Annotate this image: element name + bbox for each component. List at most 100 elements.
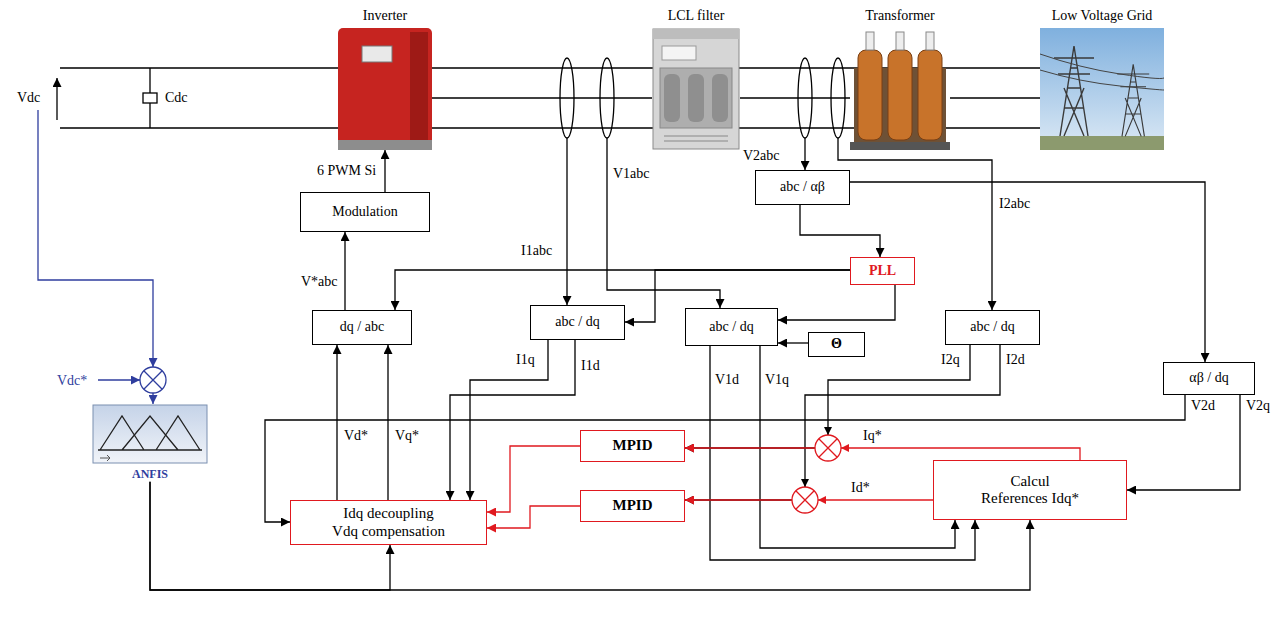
signal-label: Id* bbox=[850, 480, 871, 495]
signal-wire bbox=[387, 345, 388, 500]
part-heading: Transformer bbox=[865, 8, 934, 24]
signal-label: V2d bbox=[1190, 398, 1216, 413]
cabinet-lid bbox=[653, 29, 739, 39]
sum-junction bbox=[796, 491, 814, 509]
power-line bbox=[950, 97, 1040, 98]
grid-picture: Low Voltage Grid bbox=[1040, 8, 1164, 150]
signal-wire bbox=[487, 506, 580, 528]
signal-label: 6 PWM Si bbox=[316, 163, 377, 178]
filter-picture: LCL filter bbox=[652, 8, 740, 150]
signal-label: Vd* bbox=[343, 428, 369, 443]
pll-box: PLL bbox=[850, 257, 915, 285]
signal-label: I1abc bbox=[520, 243, 553, 258]
inverter-base bbox=[338, 140, 432, 150]
ground bbox=[1040, 136, 1164, 150]
box-label: abc / dq bbox=[709, 319, 753, 335]
signal-wire bbox=[685, 345, 970, 448]
reference-box: Calcul References Idq* bbox=[933, 460, 1127, 520]
box-label: PLL bbox=[869, 263, 896, 279]
transform-box: abc / dq bbox=[685, 308, 778, 346]
signal-wire bbox=[336, 345, 337, 500]
signal-wire bbox=[850, 182, 1205, 362]
arrow-head bbox=[801, 479, 809, 487]
signal-label: V2q bbox=[1245, 398, 1271, 413]
arrow-head bbox=[841, 444, 849, 452]
sum-junction bbox=[144, 371, 162, 389]
controller-box: MPID bbox=[580, 490, 685, 522]
anfis-icon-frame bbox=[93, 405, 207, 463]
signal-label: V*abc bbox=[300, 274, 339, 289]
sensor-wire bbox=[566, 138, 567, 305]
pylon bbox=[1054, 46, 1094, 136]
signal-label: I2q bbox=[940, 352, 961, 367]
angle-box: Θ bbox=[808, 332, 865, 357]
transform-box: abc / dq bbox=[530, 305, 625, 340]
box-label: Idq decoupling Vdq compensation bbox=[331, 505, 447, 540]
signal-label: V1d bbox=[714, 372, 740, 387]
transformer-coil bbox=[918, 50, 942, 140]
transformer-coil bbox=[858, 50, 882, 140]
signal-wire bbox=[710, 346, 975, 560]
process-box: Modulation bbox=[300, 192, 430, 232]
arrow-head bbox=[824, 427, 832, 435]
box-label: dq / abc bbox=[340, 319, 384, 335]
signal-label: Iq* bbox=[862, 428, 883, 443]
filter-coil bbox=[712, 74, 728, 122]
signal-wire bbox=[800, 205, 880, 257]
capacitor-symbol bbox=[143, 93, 157, 103]
filter-coil bbox=[688, 74, 704, 122]
signal-label: V1q bbox=[764, 372, 790, 387]
voltage-sensor bbox=[798, 58, 812, 138]
box-label: abc / dq bbox=[970, 319, 1014, 335]
power-wires bbox=[1040, 54, 1164, 90]
membership-functions bbox=[98, 416, 202, 450]
signal-label: Vdc* bbox=[56, 373, 88, 388]
transformer-base bbox=[850, 142, 950, 150]
anfis-icon bbox=[92, 404, 208, 464]
signal-wire bbox=[685, 448, 1080, 460]
inverter-side bbox=[410, 32, 428, 140]
part-heading: Low Voltage Grid bbox=[1052, 8, 1153, 24]
inverter-picture: Inverter bbox=[338, 8, 432, 150]
part-picture bbox=[1040, 28, 1164, 150]
block-caption: ANFIS bbox=[132, 468, 168, 482]
transformer-coil bbox=[888, 50, 912, 140]
signal-wire bbox=[778, 285, 895, 320]
part-heading: Inverter bbox=[363, 8, 407, 24]
box-label: abc / dq bbox=[555, 314, 599, 330]
box-label: Modulation bbox=[332, 204, 397, 220]
signal-wire bbox=[150, 482, 1030, 590]
reference-wire bbox=[98, 379, 140, 380]
cabinet-vents bbox=[664, 136, 728, 141]
part-picture bbox=[652, 28, 740, 150]
sensor-wire bbox=[607, 138, 720, 308]
transformer-picture: Transformer bbox=[850, 8, 950, 150]
pylon bbox=[1117, 64, 1149, 136]
box-label: αβ / dq bbox=[1189, 370, 1228, 386]
arrow-head bbox=[818, 496, 826, 504]
box-label: Θ bbox=[831, 336, 842, 352]
controller-box: MPID bbox=[580, 430, 685, 462]
power-line bbox=[740, 97, 850, 98]
signal-wire bbox=[487, 446, 580, 512]
error-wire bbox=[152, 393, 153, 404]
signal-label: I1d bbox=[580, 358, 601, 373]
signal-wire bbox=[760, 346, 955, 548]
anfis-icon-arrow bbox=[100, 455, 110, 461]
signal-label: Cdc bbox=[164, 90, 189, 105]
signal-label: V1abc bbox=[612, 166, 651, 181]
sum-junction bbox=[815, 435, 841, 461]
cabinet-body bbox=[653, 29, 739, 149]
box-label: MPID bbox=[613, 497, 653, 514]
signal-label: I2abc bbox=[998, 196, 1031, 211]
dc-bus bbox=[60, 68, 338, 128]
part-picture bbox=[850, 28, 950, 150]
signal-label: Vdc bbox=[16, 90, 41, 105]
voltage-sensor bbox=[600, 58, 614, 138]
current-sensor bbox=[831, 58, 845, 138]
anfis-block: ANFIS bbox=[90, 404, 210, 482]
inverter-body bbox=[338, 28, 432, 150]
signal-label: V2abc bbox=[742, 148, 781, 163]
filter-coil bbox=[664, 74, 680, 122]
